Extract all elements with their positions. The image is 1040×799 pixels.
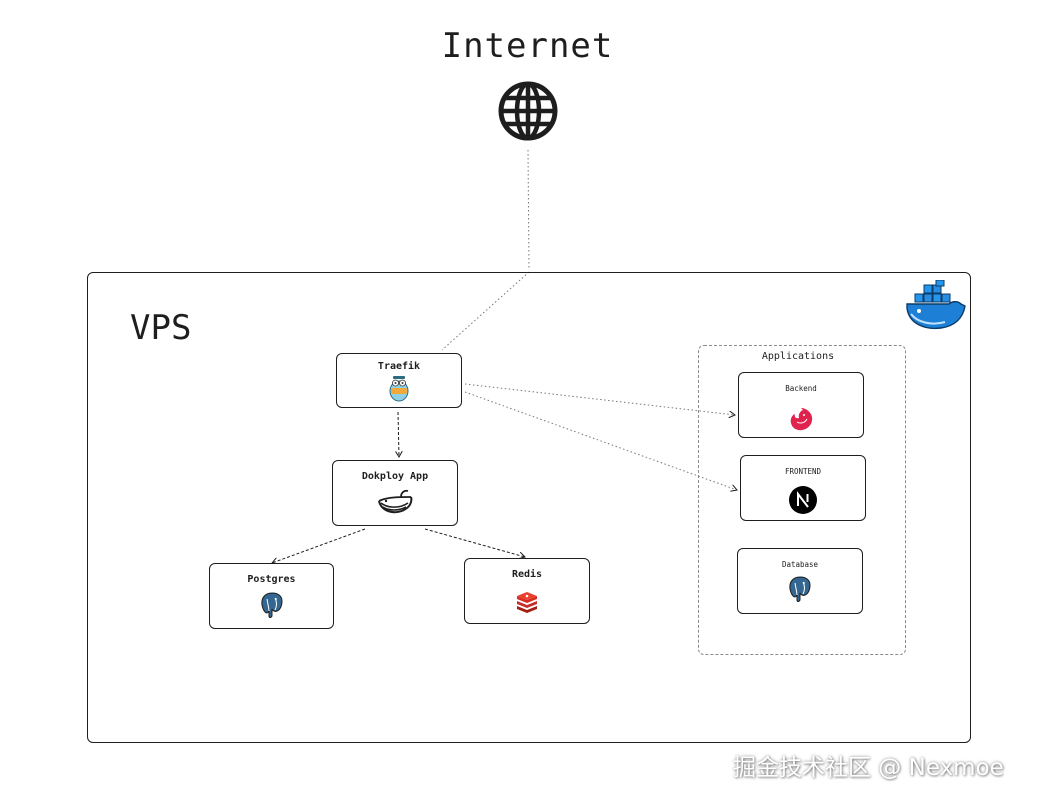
redis-cube-icon bbox=[517, 592, 537, 613]
edge-traefik-frontend bbox=[464, 391, 737, 490]
node-redis[interactable]: Redis bbox=[464, 558, 590, 624]
app-frontend[interactable]: FRONTEND bbox=[740, 455, 866, 521]
postgres-elephant-icon bbox=[789, 576, 811, 602]
applications-title: Applications bbox=[761, 351, 835, 362]
app-backend[interactable]: Backend bbox=[738, 372, 864, 438]
vps-label: VPS bbox=[130, 308, 192, 348]
edge-dokploy-redis bbox=[424, 528, 525, 557]
traefik-gopher-icon bbox=[389, 376, 409, 402]
node-redis-label: Redis bbox=[511, 569, 543, 580]
watermark: 掘金技术社区 @ Nexmoe bbox=[733, 755, 1004, 781]
globe-icon bbox=[498, 81, 558, 141]
nestjs-icon bbox=[790, 408, 813, 431]
node-dokploy-label: Dokploy App bbox=[361, 471, 429, 482]
edge-dokploy-postgres bbox=[272, 528, 366, 563]
vps-container bbox=[87, 272, 971, 743]
app-database[interactable]: Database bbox=[737, 548, 863, 614]
edge-traefik-backend bbox=[464, 383, 735, 415]
node-postgres[interactable]: Postgres bbox=[209, 563, 334, 629]
edge-internet-vps bbox=[527, 149, 530, 271]
docker-whale-logo bbox=[906, 280, 966, 330]
edge-vps-traefik bbox=[441, 271, 530, 351]
nextjs-icon bbox=[789, 486, 817, 514]
applications-group bbox=[698, 345, 906, 655]
node-dokploy-app[interactable]: Dokploy App bbox=[332, 460, 458, 526]
app-database-label: Database bbox=[781, 560, 819, 569]
node-traefik[interactable]: Traefik bbox=[336, 353, 462, 408]
app-frontend-label: FRONTEND bbox=[784, 467, 822, 476]
dokploy-whale-icon bbox=[378, 489, 413, 514]
postgres-elephant-icon bbox=[260, 592, 283, 618]
edge-traefik-dokploy bbox=[398, 411, 399, 457]
app-backend-label: Backend bbox=[785, 384, 817, 393]
node-postgres-label: Postgres bbox=[247, 574, 296, 585]
node-traefik-label: Traefik bbox=[377, 361, 421, 372]
internet-title: Internet bbox=[441, 26, 614, 66]
